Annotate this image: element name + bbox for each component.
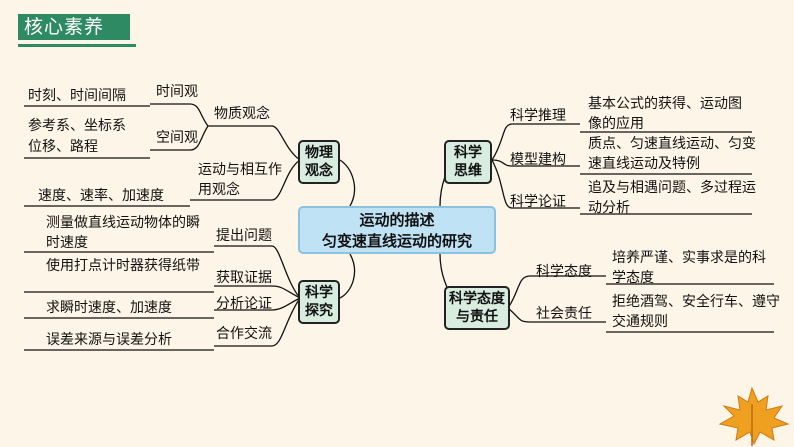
leaf-traffic-safety: 拒绝酒驾、安全行车、遵守交通规则	[612, 294, 780, 330]
branch-obtain-evidence: 获取证据	[216, 270, 272, 286]
leaf-ticker-timer: 使用打点计时器获得纸带	[46, 258, 200, 274]
leaf-displacement: 位移、路程	[28, 139, 98, 155]
leaf-speed-acceleration: 速度、速率、加速度	[38, 188, 164, 204]
leaf-reference-frame: 参考系、坐标系	[28, 118, 126, 134]
leaf-error-analysis: 误差来源与误差分析	[46, 332, 172, 348]
central-topic-line1: 运动的描述	[359, 211, 435, 229]
leaf-formulas-graphs: 基本公式的获得、运动图像的应用	[588, 96, 742, 132]
leaf-time-interval: 时刻、时间间隔	[28, 88, 126, 104]
branch-ask-question: 提出问题	[216, 228, 272, 244]
leaf-particle-motion: 质点、匀速直线运动、匀变速直线运动及特例	[588, 136, 756, 172]
branch-scientific-reasoning: 科学推理	[510, 108, 566, 124]
branch-time-view: 时间观	[156, 84, 198, 100]
leaf-pursuit-problems: 追及与相遇问题、多过程运动分析	[588, 180, 756, 216]
node-scientific-inquiry: 科学 探究	[298, 280, 340, 324]
central-topic: 运动的描述 匀变速直线运动的研究	[298, 206, 496, 254]
branch-motion-interaction: 运动与相互作用观念	[198, 162, 282, 198]
branch-cooperate-communicate: 合作交流	[216, 326, 272, 342]
branch-matter-concept: 物质观念	[214, 106, 270, 122]
leaf-measure-velocity: 测量做直线运动物体的瞬时速度	[46, 215, 200, 251]
branch-scientific-attitude: 科学态度	[536, 264, 592, 280]
leaf-rigorous-attitude: 培养严谨、实事求是的科学态度	[612, 250, 766, 286]
node-scientific-thinking: 科学 思维	[444, 140, 492, 184]
maple-leaf-icon	[718, 386, 790, 446]
central-topic-line2: 匀变速直线运动的研究	[321, 232, 472, 250]
branch-analyze-argue: 分析论证	[216, 296, 272, 312]
leaf-instant-velocity: 求瞬时速度、加速度	[46, 300, 172, 316]
node-attitude-responsibility: 科学态度 与责任	[444, 286, 510, 330]
branch-social-responsibility: 社会责任	[536, 306, 592, 322]
branch-space-view: 空间观	[156, 130, 198, 146]
branch-model-building: 模型建构	[510, 152, 566, 168]
node-physics-concept: 物理 观念	[298, 140, 340, 184]
branch-scientific-argument: 科学论证	[510, 194, 566, 210]
section-title: 核心素养	[18, 14, 136, 47]
